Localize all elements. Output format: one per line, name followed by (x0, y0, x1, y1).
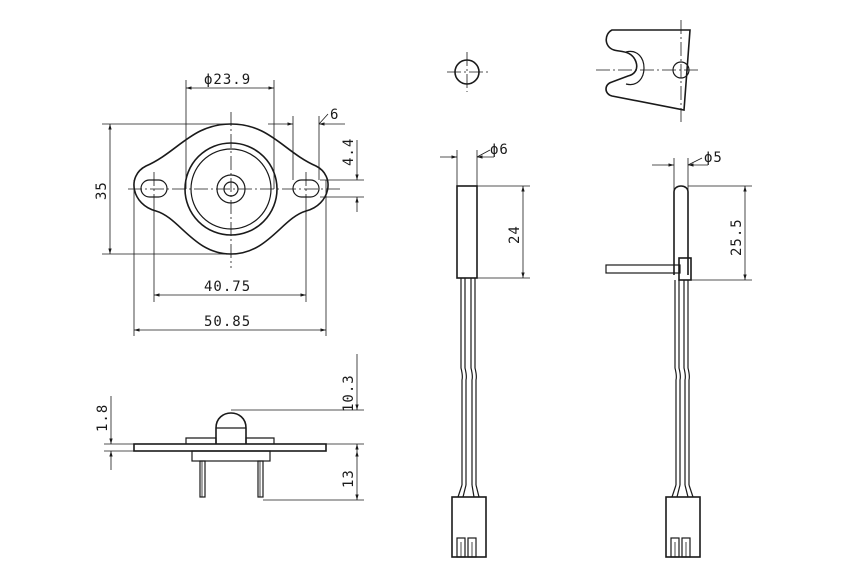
dim-center-diameter: ϕ23.9 (185, 72, 275, 189)
dim-flange-height: 35 (94, 123, 231, 255)
dim-label-flange-t: 1.8 (95, 404, 111, 432)
dim-flange-thickness: 1.8 (95, 396, 134, 470)
dim-label-width: 50.85 (204, 314, 251, 330)
probe-a-side-view (451, 185, 487, 558)
dim-probe-b-diameter: ϕ5 (652, 150, 723, 190)
dim-label-term-h: 13 (341, 469, 357, 488)
dim-label-d-center: ϕ23.9 (204, 72, 251, 88)
dim-label-slot-w: 6 (330, 107, 339, 123)
dim-label-height: 35 (94, 181, 110, 200)
dim-label-h-offset: 4.4 (341, 138, 357, 166)
dim-probe-b-length: 25.5 (688, 185, 752, 281)
dim-label-pitch: 40.75 (204, 279, 251, 295)
dim-slot-width: 6 (268, 107, 345, 180)
probe-b-clip-view (596, 20, 700, 124)
flange-side-view (133, 412, 327, 498)
dim-terminal-height: 13 (263, 451, 364, 501)
dim-probe-a-diameter: ϕ6 (440, 142, 509, 186)
dim-flange-width: 50.85 (133, 180, 327, 336)
dim-label-probe-b-d: ϕ5 (704, 150, 723, 166)
dim-probe-a-length: 24 (477, 185, 530, 279)
probe-b-side-view (605, 185, 701, 558)
probe-a-end-view (447, 52, 488, 92)
dim-label-probe-b-len: 25.5 (729, 218, 745, 256)
flange-top-view (128, 112, 340, 268)
dim-hole-pitch: 40.75 (153, 205, 307, 302)
dim-cap-height: 10.3 (231, 354, 364, 451)
dim-label-cap-h: 10.3 (341, 374, 357, 412)
dim-label-probe-a-len: 24 (507, 225, 523, 244)
dim-label-probe-a-d: ϕ6 (490, 142, 509, 158)
dim-hole-offset: 4.4 (320, 138, 364, 212)
